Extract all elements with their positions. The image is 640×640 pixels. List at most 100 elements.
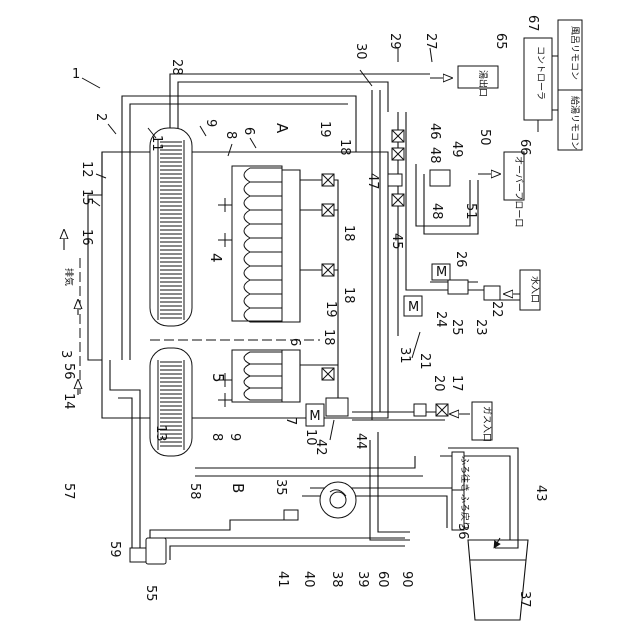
burner-flame (244, 224, 282, 238)
gas-manifold (282, 170, 300, 402)
motor-label-31: M (408, 300, 419, 315)
ref-12: 12 (79, 161, 94, 178)
ref-45: 45 (389, 233, 404, 250)
ref-4: 4 (207, 253, 225, 263)
ref-14: 14 (61, 393, 76, 410)
bathtub (468, 540, 528, 620)
ref-9: 9 (203, 119, 218, 127)
ref-5: 5 (209, 373, 227, 383)
ref-28: 28 (169, 59, 184, 76)
drain-tank (130, 538, 166, 564)
ref-20: 20 (431, 375, 446, 392)
ref-35: 35 (273, 479, 288, 496)
region-b-label: B (229, 483, 247, 493)
ref-8: 8 (223, 131, 238, 139)
ref-46: 46 (427, 123, 442, 140)
label-remote-bath: 風呂リモコン (569, 26, 580, 80)
ref-60: 60 (375, 571, 390, 588)
ref-6b: 6 (287, 338, 302, 346)
ref-15: 15 (79, 189, 94, 206)
ref-59: 59 (107, 541, 122, 558)
ref-30: 30 (353, 43, 368, 60)
label-exhaust: 排気 (63, 268, 75, 286)
ref-66: 66 (517, 139, 532, 156)
ref-13: 13 (153, 425, 168, 442)
label-bath-return: ふろ戻り (459, 494, 471, 530)
burner-flame (244, 210, 282, 224)
ref-56: 56 (61, 363, 76, 380)
label-overflow: オーバーフロー口 (513, 156, 524, 227)
burner-flame (244, 238, 282, 252)
ref-44: 44 (353, 433, 368, 450)
ref-16: 16 (79, 229, 94, 246)
label-gas-inlet: ガス入口 (481, 406, 492, 442)
heater-housing (88, 152, 388, 418)
ref-18d: 18 (321, 329, 336, 346)
ref-9b: 9 (227, 433, 242, 441)
label-bath-supply: ふろ往き (459, 456, 471, 492)
ref-18c: 18 (341, 287, 356, 304)
burner-flame (244, 352, 282, 364)
burner-switch-valves (322, 174, 334, 380)
ref-1: 1 (72, 67, 80, 82)
burner-flame (244, 280, 282, 294)
burner-flame (244, 294, 282, 308)
burner-flame (244, 168, 282, 182)
ref-65: 65 (493, 33, 508, 50)
combustion-fan: M (306, 398, 348, 426)
burner-group-lower (232, 350, 282, 402)
ref-22: 22 (489, 301, 504, 318)
ref-7: 7 (283, 417, 298, 425)
burner-flame (244, 376, 282, 388)
ref-48: 48 (427, 147, 442, 164)
motor-label-26: M (436, 265, 447, 280)
ref-8b: 8 (209, 433, 224, 441)
ref-3: 3 (58, 350, 73, 358)
ref-57: 57 (61, 483, 76, 500)
region-a-label: A (273, 123, 291, 134)
ref-23: 23 (473, 319, 488, 336)
ref-21: 21 (417, 353, 432, 370)
ref-43: 43 (533, 485, 548, 502)
ref-90: 90 (399, 571, 414, 588)
ref-2: 2 (93, 113, 108, 121)
ref-67: 67 (525, 15, 540, 32)
burner-flame (244, 182, 282, 196)
label-controller: コントローラ (535, 46, 546, 100)
ref-26: 26 (453, 251, 468, 268)
ref-11: 11 (149, 135, 164, 152)
burner-flame (244, 252, 282, 266)
ref-27: 27 (423, 33, 438, 50)
ref-51: 51 (463, 203, 478, 220)
ref-25: 25 (449, 319, 464, 336)
ref-42: 42 (313, 439, 328, 456)
label-hot-water-outlet: 湯出口 (477, 70, 489, 97)
burner-flame (244, 388, 282, 400)
ref-29: 29 (387, 33, 402, 50)
ref-19: 19 (317, 121, 332, 138)
ref-38: 38 (329, 571, 344, 588)
ref-18b: 18 (341, 225, 356, 242)
ref-41: 41 (275, 571, 290, 588)
ref-40: 40 (301, 571, 316, 588)
burner-group-upper (232, 166, 282, 322)
ref-50: 50 (477, 129, 492, 146)
label-water-inlet: 水入口 (529, 276, 541, 303)
ref-55: 55 (143, 585, 158, 602)
burner-flame (244, 308, 282, 322)
ref-31: 31 (397, 347, 412, 364)
burner-flame (244, 364, 282, 376)
ref-24: 24 (433, 311, 448, 328)
ref-48b: 48 (429, 203, 444, 220)
heat-exchanger-upper (150, 128, 192, 326)
ref-39: 39 (355, 571, 370, 588)
ref-47: 47 (365, 173, 380, 190)
ref-17: 17 (449, 375, 464, 392)
ref-6: 6 (241, 127, 256, 135)
burner-flame (244, 266, 282, 280)
ref-18: 18 (337, 139, 352, 156)
ref-37: 37 (517, 591, 532, 608)
fan-motor-label: M (309, 409, 320, 424)
burner-flame (244, 196, 282, 210)
